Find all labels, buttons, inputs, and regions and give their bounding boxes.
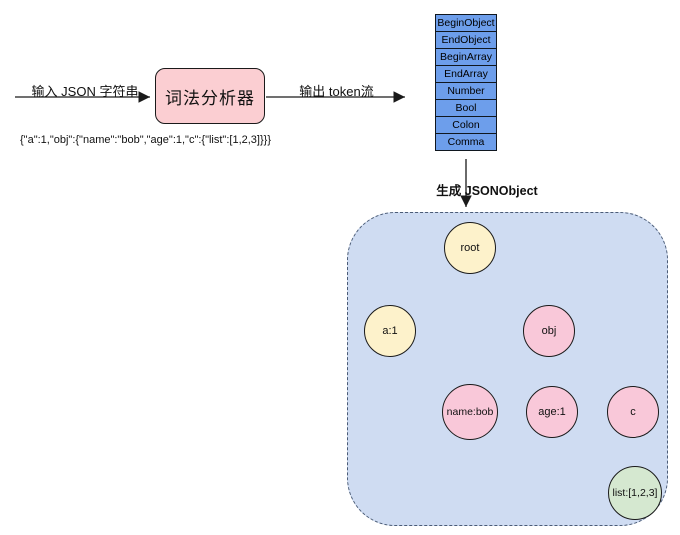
tree-node-name-bob-label: name:bob <box>446 406 494 418</box>
lexer-box-label: 词法分析器 <box>165 88 255 108</box>
tree-node-obj: obj <box>523 305 575 357</box>
token-cell-colon: Colon <box>435 116 497 134</box>
token-cell-number: Number <box>435 82 497 100</box>
token-stream-stack: BeginObject EndObject BeginArray EndArra… <box>435 14 497 151</box>
tree-node-list: list:[1,2,3] <box>608 466 662 520</box>
generate-arrow-label: 生成 JSONObject <box>436 184 538 198</box>
tree-node-a1-label: a:1 <box>382 325 398 337</box>
token-cell-begin-object: BeginObject <box>435 14 497 32</box>
token-cell-end-object: EndObject <box>435 31 497 49</box>
tree-node-list-label: list:[1,2,3] <box>612 487 658 499</box>
input-arrow-label: 输入 JSON 字符串 <box>31 84 139 99</box>
tree-node-root-label: root <box>460 242 480 254</box>
tree-node-c-label: c <box>630 406 636 418</box>
tree-node-root: root <box>444 222 496 274</box>
token-cell-end-array: EndArray <box>435 65 497 83</box>
json-source-string: {"a":1,"obj":{"name":"bob","age":1,"c":{… <box>20 134 271 146</box>
token-cell-begin-array: BeginArray <box>435 48 497 66</box>
tree-node-name-bob: name:bob <box>442 384 498 440</box>
tree-node-age1-label: age:1 <box>538 406 566 418</box>
tree-node-c: c <box>607 386 659 438</box>
tree-node-age1: age:1 <box>526 386 578 438</box>
lexer-box: 词法分析器 <box>155 68 265 124</box>
tree-node-obj-label: obj <box>541 325 557 337</box>
output-arrow-label: 输出 token流 <box>299 84 374 99</box>
token-cell-bool: Bool <box>435 99 497 117</box>
token-cell-comma: Comma <box>435 133 497 151</box>
tree-node-a1: a:1 <box>364 305 416 357</box>
